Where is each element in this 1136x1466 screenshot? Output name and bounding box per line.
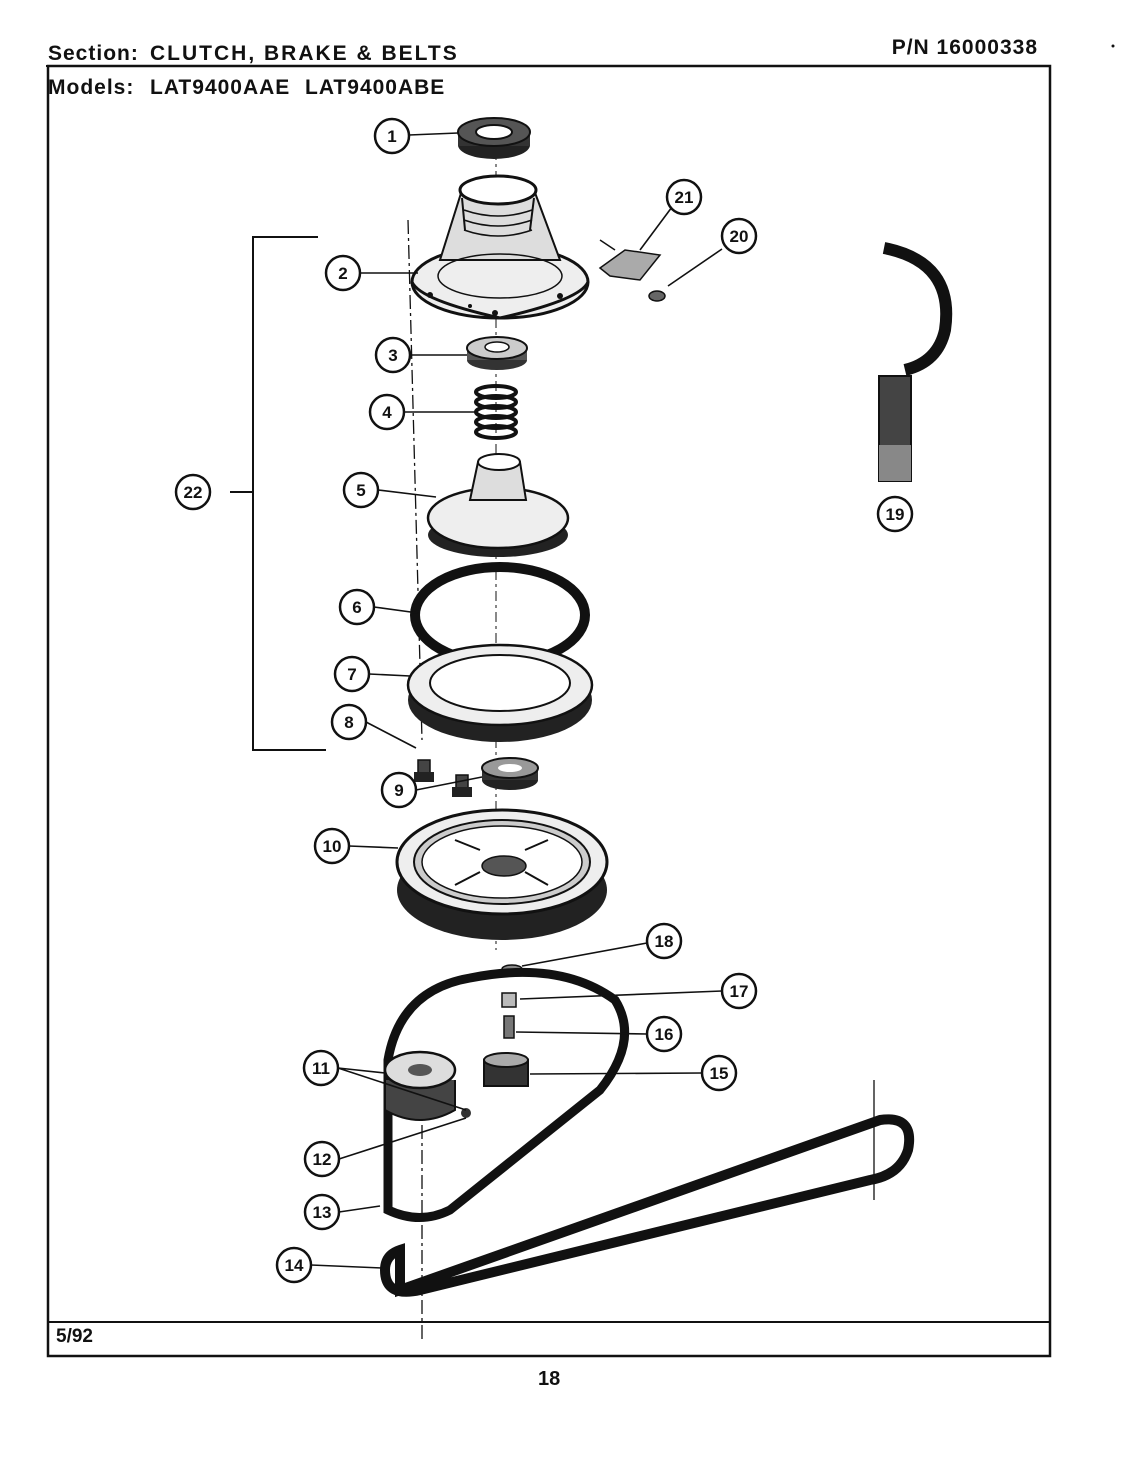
page-number: 18 [538, 1368, 561, 1390]
part-drive-pulley [395, 808, 609, 940]
speck [1111, 44, 1115, 48]
callout-number: 14 [285, 1256, 304, 1275]
callout-19: 19 [876, 495, 914, 533]
part-clutch-driver [426, 453, 570, 557]
leader-lines [310, 132, 723, 1269]
callout-number: 18 [655, 932, 674, 951]
callout-number: 4 [382, 403, 392, 422]
part-brake-screw [648, 290, 666, 302]
part-screws [414, 759, 472, 797]
model-number: LAT9400ABE [305, 76, 446, 99]
callout-number: 7 [347, 665, 356, 684]
callout-16: 16 [645, 1015, 683, 1053]
callout-number: 8 [344, 713, 353, 732]
callout-2: 2 [324, 254, 362, 292]
part-brake-bracket [598, 239, 662, 281]
callout-6: 6 [338, 588, 376, 626]
callout-12: 12 [303, 1140, 341, 1178]
callout-number: 16 [655, 1025, 674, 1044]
callout-22: 22 [174, 473, 212, 511]
callout-18: 18 [645, 922, 683, 960]
callout-21: 21 [665, 178, 703, 216]
callout-number: 5 [356, 481, 365, 500]
part-spring [474, 384, 518, 440]
model-number: LAT9400AAE [150, 76, 291, 99]
callout-number: 1 [387, 127, 396, 146]
callout-number: 22 [184, 483, 203, 502]
callout-number: 17 [730, 982, 749, 1001]
diagram-frame [46, 64, 1052, 1358]
part-bushing [466, 336, 528, 370]
callout-number: 21 [675, 188, 694, 207]
part-bearing [457, 117, 531, 159]
callout-8: 8 [330, 703, 368, 741]
callout-10: 10 [313, 827, 351, 865]
part-clutch-ring [406, 643, 594, 742]
callout-11: 11 [302, 1049, 340, 1087]
callout-number: 10 [323, 837, 342, 856]
part-clutch-housing [410, 174, 590, 320]
part-number: P/N 16000338 [891, 36, 1038, 59]
callout-number: 13 [313, 1203, 332, 1222]
section-label: Section: [48, 42, 139, 65]
models-label: Models: [48, 76, 135, 99]
callout-number: 15 [710, 1064, 729, 1083]
part-nut [501, 992, 517, 1008]
part-brake-band [878, 242, 953, 482]
section-title: CLUTCH, BRAKE & BELTS [150, 42, 459, 65]
callout-number: 19 [886, 505, 905, 524]
callout-7: 7 [333, 655, 371, 693]
callout-1: 1 [373, 117, 411, 155]
callout-13: 13 [303, 1193, 341, 1231]
part-pump-belt [383, 967, 630, 1222]
center-axis [407, 219, 423, 741]
callout-number: 6 [352, 598, 361, 617]
part-bolt [503, 1015, 515, 1039]
assembly-bracket [230, 236, 326, 751]
part-drive-belt [379, 1114, 915, 1298]
callout-3: 3 [374, 336, 412, 374]
part-pulley-bearing [481, 757, 539, 790]
callout-20: 20 [720, 217, 758, 255]
callout-15: 15 [700, 1054, 738, 1092]
callout-number: 20 [730, 227, 749, 246]
callout-number: 3 [388, 346, 397, 365]
callout-number: 12 [313, 1150, 332, 1169]
revision-date: 5/92 [56, 1326, 93, 1347]
part-idler [483, 1052, 529, 1087]
callout-number: 2 [338, 264, 347, 283]
callout-4: 4 [368, 393, 406, 431]
callout-number: 11 [312, 1059, 330, 1078]
part-pump-pulley [383, 1050, 471, 1121]
callout-14: 14 [275, 1246, 313, 1284]
callout-5: 5 [342, 471, 380, 509]
callout-number: 9 [394, 781, 403, 800]
callout-17: 17 [720, 972, 758, 1010]
callout-9: 9 [380, 771, 418, 809]
